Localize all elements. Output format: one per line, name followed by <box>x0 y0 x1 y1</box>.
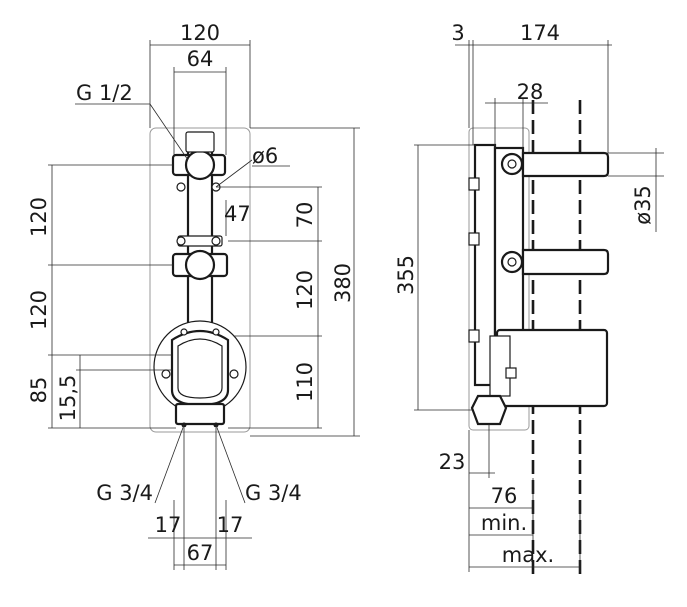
label-offset-top: 3 <box>451 21 464 45</box>
label-diameter-35: ø35 <box>631 185 655 225</box>
front-bolt-3 <box>176 236 186 246</box>
label-width-inner: 64 <box>187 47 214 71</box>
label-spacing-120: 120 <box>293 270 317 310</box>
label-max: max. <box>502 543 554 567</box>
side-clip-1 <box>468 177 480 191</box>
side-top-extension <box>521 151 610 178</box>
side-valve-screw <box>505 367 517 379</box>
leader-d6 <box>215 159 253 188</box>
label-depth-total: 174 <box>520 21 560 45</box>
side-bottom-fitting <box>470 394 508 426</box>
front-valve-inner <box>177 338 223 399</box>
side-view: 3 174 28 ø35 355 23 76 min. max. <box>394 21 664 580</box>
front-top-outlet <box>184 149 216 181</box>
label-min: min. <box>481 511 527 535</box>
front-bolt-6 <box>229 369 239 379</box>
label-height-upper: 120 <box>27 197 51 237</box>
label-center-offset: 47 <box>224 202 251 226</box>
label-bottom-total: 67 <box>187 541 214 565</box>
label-depth-28: 28 <box>517 80 544 104</box>
side-clip-3 <box>468 329 480 343</box>
front-middle-outlet <box>184 249 216 281</box>
label-thread-top: G 1/2 <box>76 81 133 105</box>
side-top-outlet-inner <box>507 159 517 169</box>
leader-g12-b <box>149 103 189 161</box>
front-bolt-7 <box>180 328 188 336</box>
label-thread-left: G 3/4 <box>96 481 153 505</box>
label-thread-right: G 3/4 <box>245 481 302 505</box>
label-height-total: 380 <box>331 263 355 303</box>
side-middle-extension <box>521 248 610 276</box>
side-valve-flange <box>489 335 511 397</box>
label-offset-lower: 85 <box>27 377 51 404</box>
front-view: 120 64 G 1/2 ø6 47 120 120 85 15,5 <box>27 21 360 570</box>
label-spacing-110: 110 <box>293 362 317 402</box>
label-depth-76: 76 <box>491 484 518 508</box>
front-bolt-4 <box>211 236 221 246</box>
front-top-cap <box>185 131 215 153</box>
leader-g34-right <box>215 424 246 504</box>
label-bottom-left: 17 <box>155 513 182 537</box>
side-middle-outlet-inner <box>507 257 517 267</box>
label-height-355: 355 <box>394 255 418 295</box>
front-bolt-8 <box>212 328 220 336</box>
front-bottom-fitting <box>174 402 226 426</box>
label-depth-23: 23 <box>439 450 466 474</box>
leader-g34-left <box>154 424 185 504</box>
side-clip-2 <box>468 232 480 246</box>
label-spacing-70: 70 <box>293 202 317 229</box>
label-width-outer: 120 <box>180 21 220 45</box>
label-height-middle: 120 <box>27 290 51 330</box>
label-offset-small: 15,5 <box>56 375 80 422</box>
front-bolt-1 <box>176 182 186 192</box>
label-hole-diameter: ø6 <box>252 144 278 168</box>
front-bolt-5 <box>161 369 171 379</box>
label-bottom-right: 17 <box>217 513 244 537</box>
